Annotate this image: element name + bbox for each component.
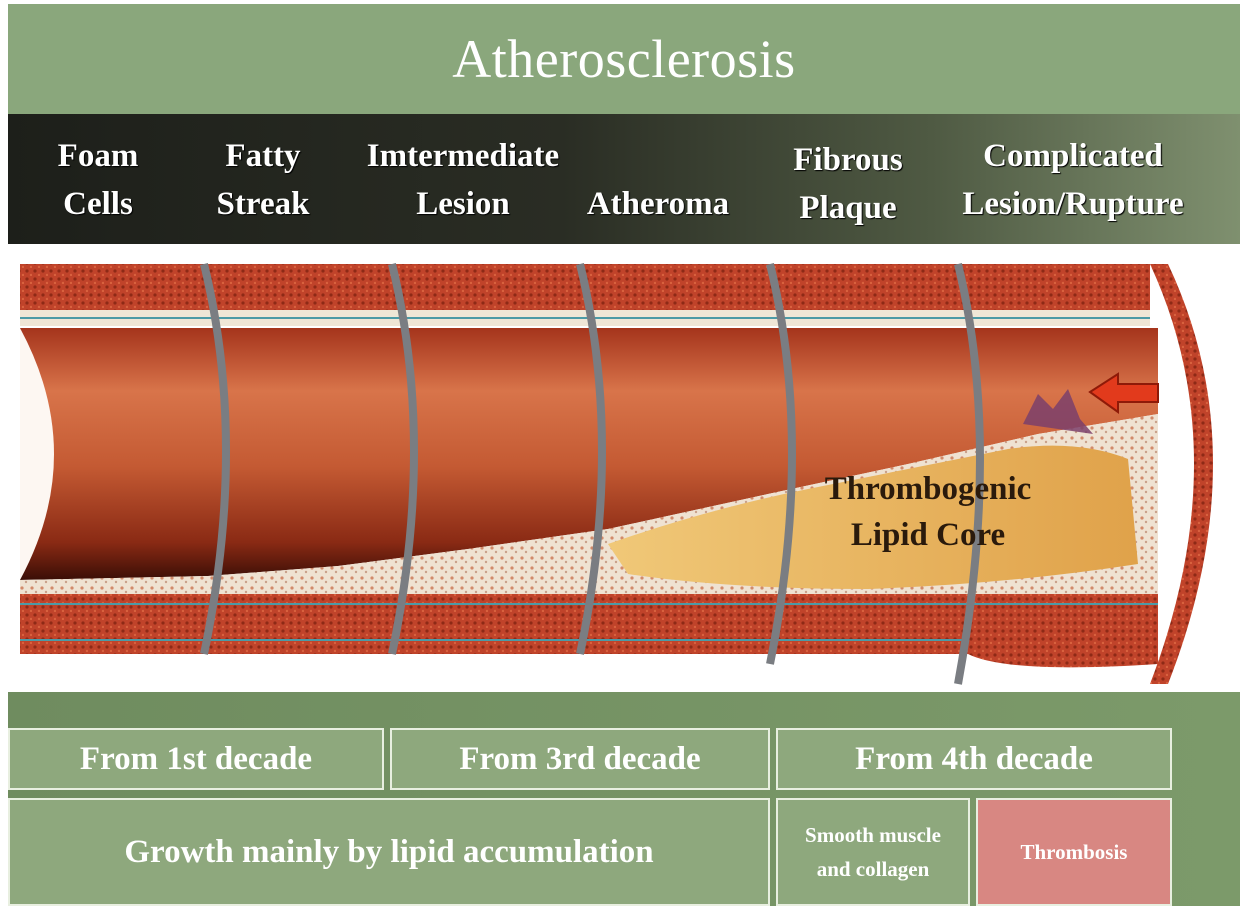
mechanism-box-thrombosis: Thrombosis (976, 798, 1172, 906)
mechanism-box-smooth-muscle: Smooth muscle and collagen (776, 798, 970, 906)
mechanism-label: Thrombosis (1021, 835, 1128, 869)
stage-label-line: Plaque (768, 184, 928, 232)
timeline-box-1st-decade: From 1st decade (8, 728, 384, 790)
stage-label-line: Streak (198, 180, 328, 228)
stage-labels-bar: Foam Cells Fatty Streak Imtermediate Les… (8, 114, 1240, 244)
stage-label-line: Cells (38, 180, 158, 228)
stage-label-line: Complicated (938, 132, 1208, 180)
timeline-label: From 4th decade (855, 741, 1093, 778)
timeline-label: From 3rd decade (459, 741, 700, 778)
lipid-core-label-line: Thrombogenic (798, 466, 1058, 512)
lipid-core-label: Thrombogenic Lipid Core (798, 466, 1058, 558)
title-bar: Atherosclerosis (8, 4, 1240, 114)
timeline-label: From 1st decade (80, 741, 312, 778)
stage-label-fatty-streak: Fatty Streak (198, 132, 328, 228)
mechanism-label-line: Smooth muscle (805, 818, 941, 852)
stage-label-line: Fibrous (768, 136, 928, 184)
stage-label-line: Lesion (348, 180, 578, 228)
stage-label-foam-cells: Foam Cells (38, 132, 158, 228)
timeline-box-4th-decade: From 4th decade (776, 728, 1172, 790)
stage-label-line: Fatty (198, 132, 328, 180)
stage-label-line: Atheroma (568, 180, 748, 228)
stage-label-line: Foam (38, 132, 158, 180)
timeline-panel: From 1st decade From 3rd decade From 4th… (8, 692, 1240, 906)
mechanism-label-line: and collagen (817, 852, 930, 886)
mechanism-box-lipid: Growth mainly by lipid accumulation (8, 798, 770, 906)
stage-label-intermediate-lesion: Imtermediate Lesion (348, 132, 578, 228)
stage-label-line: Imtermediate (348, 132, 578, 180)
stage-label-fibrous-plaque: Fibrous Plaque (768, 136, 928, 232)
slide-title: Atherosclerosis (452, 28, 795, 90)
stage-label-line: Lesion/Rupture (938, 180, 1208, 228)
stage-label-complicated-lesion: Complicated Lesion/Rupture (938, 132, 1208, 228)
lipid-core-label-line: Lipid Core (798, 512, 1058, 558)
timeline-box-3rd-decade: From 3rd decade (390, 728, 770, 790)
mechanism-label: Growth mainly by lipid accumulation (124, 834, 653, 871)
stage-label-atheroma: Atheroma (568, 180, 748, 228)
artery-illustration: Thrombogenic Lipid Core (8, 244, 1240, 692)
artery-end-wall (1150, 264, 1213, 684)
